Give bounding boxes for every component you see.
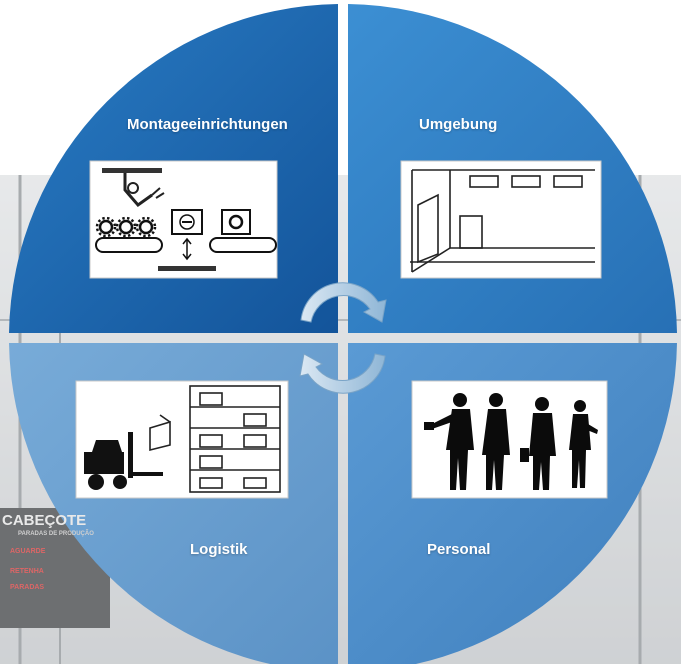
- forklift-shelf-icon: [75, 380, 289, 499]
- label-logistik: Logistik: [190, 541, 248, 558]
- label-montageeinrichtungen: Montageeinrichtungen: [127, 116, 288, 133]
- label-umgebung: Umgebung: [419, 116, 498, 133]
- room-interior-icon: [400, 160, 602, 279]
- sign-line-4: PARADAS: [10, 584, 45, 591]
- sign-line-3: RETENHA: [10, 568, 44, 575]
- arrow-top-icon: [300, 282, 387, 323]
- sign-title: CABEÇOTE: [2, 512, 87, 529]
- sign-line-2: AGUARDE: [10, 548, 46, 555]
- cycle-arrows: [299, 282, 387, 394]
- workers-silhouette-icon: [411, 380, 608, 499]
- assembly-machine-icon: [89, 160, 278, 279]
- label-personal: Personal: [427, 541, 491, 558]
- arrow-bottom-icon: [299, 353, 386, 394]
- sign-line-1: PARADAS DE PRODUÇÃO: [18, 531, 94, 537]
